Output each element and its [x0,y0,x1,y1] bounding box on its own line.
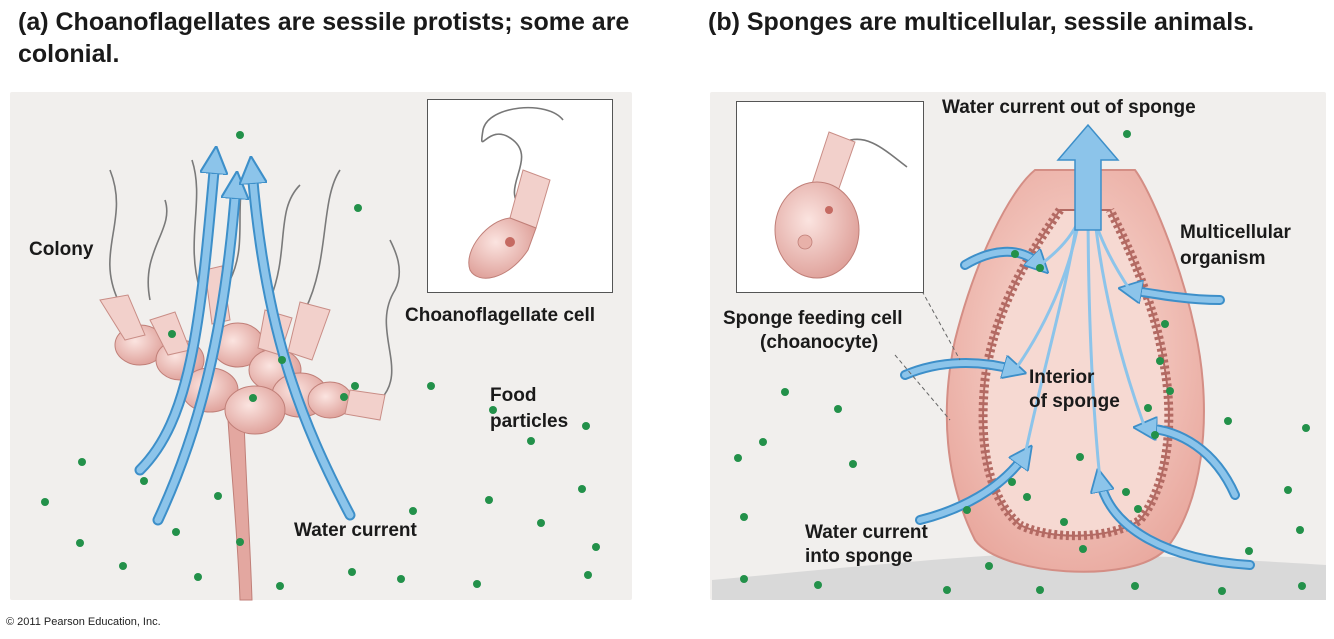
label-interior-line2: of sponge [1029,391,1120,412]
food-particles-b [734,130,1310,595]
panel-a-title: (a) Choanoflagellates are sessile protis… [18,8,630,68]
sea-floor [712,554,1326,600]
label-choanoflagellate-cell: Choanoflagellate cell [405,305,596,326]
choanoflagellate-cell-illustration [468,106,564,279]
panel-b-title: (b) Sponges are multicellular, sessile a… [708,8,1255,36]
label-water-out: Water current out of sponge [942,97,1196,118]
colony-flagella [109,159,400,401]
label-multicellular-line2: organism [1180,248,1266,269]
water-current-arrows-a [134,160,356,526]
label-interior-line1: Interior [1029,367,1095,388]
label-feeding-cell-line2: (choanocyte) [760,332,879,353]
label-feeding-cell-line1: Sponge feeding cell [723,308,903,329]
callout-lines [894,290,961,421]
choanocyte-layer [978,207,1174,541]
choanocyte-inset [736,101,924,293]
choanocyte-illustration [774,131,908,279]
label-food-particles-line2: particles [490,411,569,432]
choanoflagellate-cell-inset [427,99,613,293]
label-food-particles-line1: Food [490,385,537,406]
copyright-notice: © 2011 Pearson Education, Inc. [6,616,161,628]
label-water-in-line2: into sponge [805,546,913,567]
label-water-current: Water current [294,520,417,541]
food-particles-a [41,131,600,590]
label-colony: Colony [29,239,94,260]
water-out-arrow [1056,123,1120,231]
label-multicellular-line1: Multicellular [1180,222,1291,243]
colony-stalk [227,419,253,601]
label-water-in-line1: Water current [805,522,928,543]
